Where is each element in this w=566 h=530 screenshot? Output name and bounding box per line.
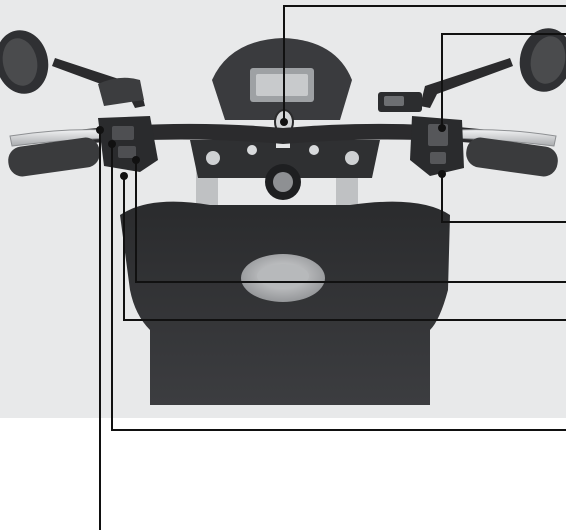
handlebar-clamp-bolt: [309, 145, 319, 155]
left-mirror-stalk: [52, 58, 145, 108]
handlebar: [60, 123, 505, 146]
bridge-bolt: [345, 151, 359, 165]
left-switch-housing: [98, 116, 158, 172]
handlebar-clamp-bolt: [247, 145, 257, 155]
instrument-display-inner: [256, 74, 308, 96]
fuel-cap-inner: [257, 264, 309, 288]
fuel-tank: [120, 201, 450, 405]
clutch-perch: [98, 77, 144, 106]
bridge-bolt: [206, 151, 220, 165]
left-grip: [8, 137, 100, 177]
